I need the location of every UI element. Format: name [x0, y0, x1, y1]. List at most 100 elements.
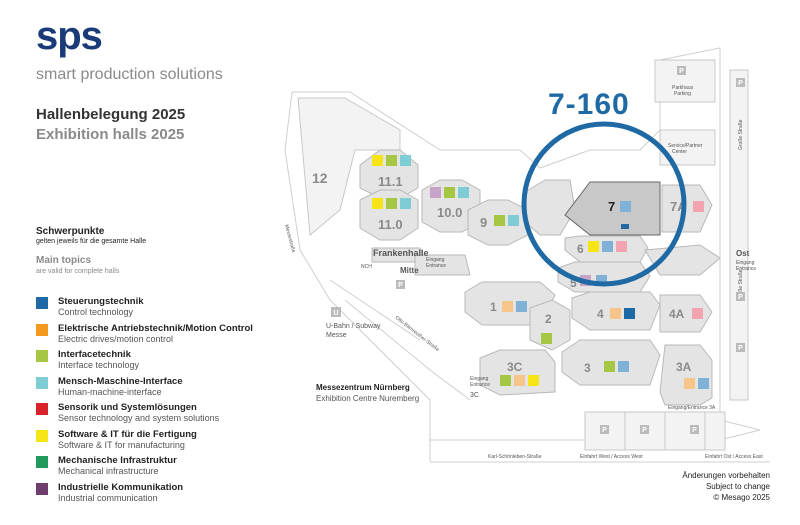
legend-swatch	[36, 456, 48, 468]
footer-line-3: © Mesago 2025	[713, 493, 770, 502]
booth-highlight-circle	[521, 121, 687, 287]
label-parking: Parking	[674, 91, 691, 97]
label-entrance-ost: Entrance	[736, 266, 756, 272]
legend-label-de: Industrielle Kommunikation	[58, 481, 184, 493]
label-entrance-3c: Entrance	[470, 382, 490, 388]
topic-marker	[372, 155, 383, 166]
booth-number-highlight: 7-160	[548, 88, 630, 121]
topic-marker	[500, 375, 511, 386]
parking-icon	[690, 425, 699, 434]
hall-label-5: 5	[570, 276, 577, 290]
label-frankenhalle: Frankenhalle	[373, 248, 429, 258]
hall-label-1: 1	[490, 300, 497, 314]
hall-7A	[661, 184, 713, 233]
topic-marker	[624, 308, 635, 319]
hall-7	[564, 181, 661, 236]
parking-icon-label: P	[738, 80, 743, 87]
booth-7-160-marker	[621, 224, 629, 229]
legend-label-de: Sensorik und Systemlösungen	[58, 402, 197, 413]
topic-marker	[684, 378, 695, 389]
hall-4A	[659, 294, 713, 333]
parking-icon-label: P	[692, 427, 697, 434]
hall-label-3C: 3C	[507, 360, 523, 374]
legend-label-de: Software & IT für die Fertigung	[58, 428, 197, 440]
footer-note: Änderungen vorbehalten Subject to change…	[682, 470, 770, 503]
subway-icon	[331, 307, 341, 317]
label-ubahn-messe: Messe	[326, 332, 347, 339]
legend-label-en: Human-machine-interface	[58, 386, 162, 397]
hall-label-10-0: 10.0	[437, 205, 462, 220]
topic-marker	[692, 308, 703, 319]
hall-label-2: 2	[545, 312, 552, 326]
topic-marker	[400, 155, 411, 166]
legend-label-de: Mensch-Maschine-Interface	[58, 375, 183, 387]
hall-label-11-0: 11.0	[378, 217, 403, 232]
label-eingang-ost: Eingang	[736, 260, 755, 266]
label-messezentrum-en: Exhibition Centre Nuremberg	[316, 394, 419, 403]
topics-heading-en: Main topics	[36, 255, 92, 266]
topics-subheading-de: gelten jeweils für die gesamte Halle	[36, 238, 147, 245]
parking-icon-label: P	[679, 68, 684, 75]
legend-swatch	[36, 429, 48, 442]
hall-label-4: 4	[597, 307, 604, 321]
topic-marker	[541, 333, 552, 344]
street-messe: Messestraße	[283, 224, 296, 254]
street-karl: Karl-Schönleben-Straße	[488, 454, 542, 460]
topic-marker	[616, 241, 627, 252]
hall-label-3A: 3A	[676, 360, 692, 374]
label-parkhaus: Parkhaus	[672, 85, 694, 91]
subway-icon-label: U	[333, 310, 338, 317]
label-service: Service/Partner	[668, 143, 703, 149]
legend-label-en: Electric drives/motion control	[58, 333, 174, 344]
topic-marker	[618, 361, 629, 372]
topic-marker	[494, 215, 505, 226]
label-ost: Ost	[736, 249, 750, 258]
sps-logo: sps	[36, 14, 103, 58]
footer-line-1: Änderungen vorbehalten	[682, 471, 770, 480]
tagline: smart production solutions	[36, 66, 223, 83]
hall-label-7: 7	[608, 199, 615, 214]
parking-icon	[600, 425, 609, 434]
legend-label-en: Mechanical infrastructure	[58, 466, 159, 476]
label-einfahrt-west: Einfahrt West / Access West	[580, 454, 643, 460]
hall-11-0	[359, 189, 419, 241]
legend-label-en: Control technology	[58, 307, 134, 317]
parking-icon-label: P	[398, 282, 403, 289]
topic-marker	[528, 375, 539, 386]
legend-label-de: Steuerungstechnik	[58, 296, 144, 307]
topic-marker	[458, 187, 469, 198]
label-nch: NCH	[361, 264, 372, 270]
label-mitte: Mitte	[400, 266, 419, 275]
parking-icon	[640, 425, 649, 434]
parking-icon-label: P	[738, 345, 743, 352]
topic-marker	[588, 241, 599, 252]
footer-line-2: Subject to change	[705, 482, 770, 491]
label-entrance-mitte: Entrance	[426, 263, 446, 269]
legend-item: Elektrische Antriebstechnik/Motion Contr…	[36, 323, 316, 350]
legend-swatch	[36, 350, 48, 362]
legend-label-en: Software & IT for manufacturing	[58, 439, 185, 450]
parking-icon	[736, 78, 745, 87]
hall-label-3: 3	[584, 361, 591, 375]
topic-marker	[693, 201, 704, 212]
hall-label-11-1: 11.1	[378, 174, 403, 189]
topic-marker	[430, 187, 441, 198]
label-eingang-3a: Eingang/Entrance 3A	[668, 405, 716, 411]
page-title-de: Hallenbelegung 2025	[36, 106, 186, 123]
parking-icon-label: P	[602, 427, 607, 434]
topic-marker	[514, 375, 525, 386]
parking-icon	[396, 280, 405, 289]
topic-marker	[596, 275, 607, 286]
parking-icon-label: P	[738, 294, 743, 301]
legend-label-de: Elektrische Antriebstechnik/Motion Contr…	[58, 322, 253, 334]
label-einfahrt-ost: Einfahrt Ost / Access East	[705, 454, 763, 460]
topic-marker	[604, 361, 615, 372]
topics-heading-de: Schwerpunkte	[36, 226, 105, 237]
